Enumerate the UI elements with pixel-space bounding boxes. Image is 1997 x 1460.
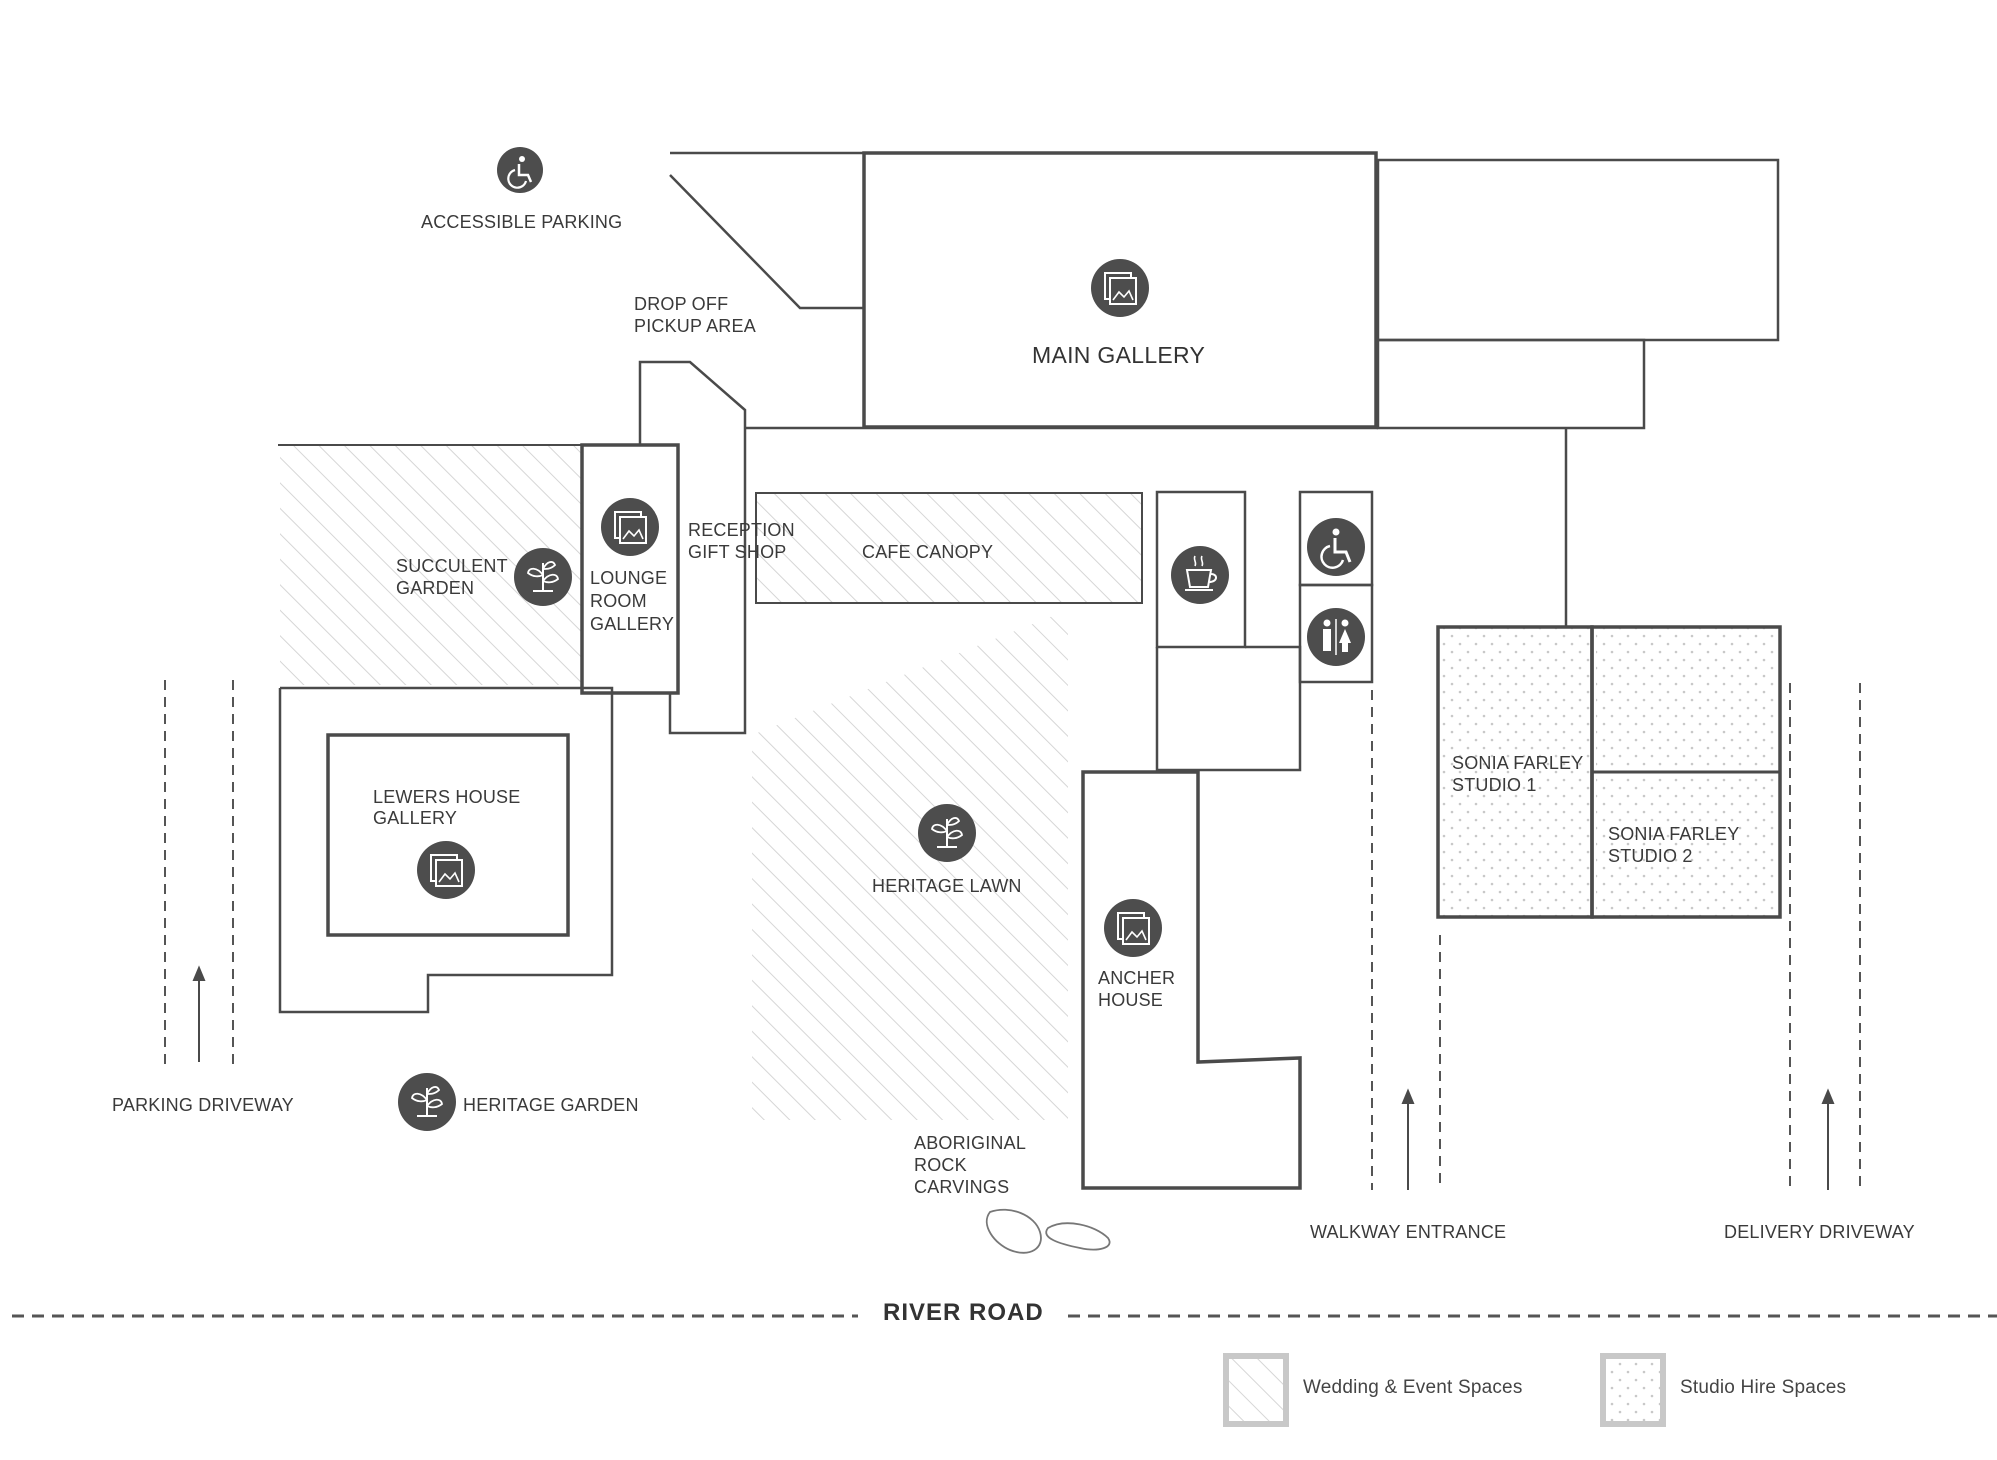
- ancher-house-icon[interactable]: [1103, 898, 1163, 958]
- delivery-driveway-arrow: [1821, 1088, 1835, 1190]
- lounge-room-gallery-icon[interactable]: [600, 497, 660, 557]
- lewers-house-gallery-icon[interactable]: [416, 840, 476, 900]
- reception-label-line1: RECEPTION: [688, 520, 795, 540]
- aboriginal-carvings-label-line2: ROCK: [914, 1155, 967, 1175]
- main-gallery-icon[interactable]: [1090, 258, 1150, 318]
- accessible-parking-label: ACCESSIBLE PARKING: [421, 212, 623, 232]
- heritage-garden-label: HERITAGE GARDEN: [463, 1095, 639, 1115]
- lewers-house-enclosure: [278, 686, 614, 1014]
- studio-1-area: [1438, 627, 1592, 917]
- lewers-house-label-line2: GALLERY: [373, 808, 458, 828]
- wheelchair-icon[interactable]: [1307, 518, 1365, 576]
- toilets-building: [1298, 583, 1374, 684]
- lounge-room-label-line3: GALLERY: [590, 614, 675, 634]
- cafe-canopy-frame: [755, 492, 1143, 604]
- lounge-room-gallery-building: [580, 443, 680, 695]
- drop-off-label-line2: PICKUP AREA: [634, 316, 756, 336]
- succulent-garden-label-line2: GARDEN: [396, 578, 475, 598]
- aboriginal-carvings-label-line1: ABORIGINAL: [914, 1133, 1027, 1153]
- ancher-house-building: [1081, 770, 1302, 1190]
- main-gallery-west-wing: [669, 151, 866, 310]
- coffee-cup-icon[interactable]: [1171, 546, 1229, 604]
- lounge-room-label-line2: ROOM: [590, 591, 647, 611]
- main-gallery-annex: [1376, 338, 1646, 430]
- parking-driveway-arrow: [192, 965, 206, 1062]
- ancher-house-label-line2: HOUSE: [1098, 990, 1164, 1010]
- studio-1-label-line2: STUDIO 1: [1452, 775, 1537, 795]
- studio-1-label-line1: SONIA FARLEY: [1452, 753, 1584, 773]
- legend-swatch-event: [1223, 1353, 1289, 1427]
- cafe-canopy-area: [756, 493, 1142, 603]
- walkway-entrance-label: WALKWAY ENTRANCE: [1310, 1222, 1507, 1242]
- ancher-house-label-line1: ANCHER: [1098, 968, 1176, 988]
- reception-label-line2: GIFT SHOP: [688, 542, 787, 562]
- heritage-lawn-icon[interactable]: [917, 803, 977, 863]
- cafe-building: [1155, 490, 1247, 649]
- main-gallery-label: MAIN GALLERY: [1032, 342, 1206, 368]
- rock-carving-1: [985, 1208, 1042, 1254]
- walkway-entrance-arrow: [1401, 1088, 1415, 1190]
- rock-carving-2: [1045, 1222, 1111, 1251]
- central-block: [1155, 645, 1302, 772]
- river-road-label: RIVER ROAD: [883, 1299, 1044, 1326]
- studio-2-label-line2: STUDIO 2: [1608, 846, 1693, 866]
- lounge-room-label-line1: LOUNGE: [590, 568, 668, 588]
- legend-label-event: Wedding & Event Spaces: [1303, 1377, 1523, 1398]
- drop-off-label-line1: DROP OFF: [634, 294, 729, 314]
- legend-label-studio: Studio Hire Spaces: [1680, 1377, 1847, 1398]
- main-gallery-east-wing: [1376, 158, 1780, 342]
- cafe-canopy-label: CAFE CANOPY: [862, 542, 994, 562]
- legend-swatch-studio: [1600, 1353, 1666, 1427]
- heritage-lawn-label: HERITAGE LAWN: [872, 876, 1022, 896]
- heritage-garden-icon[interactable]: [397, 1072, 457, 1132]
- restroom-icon[interactable]: [1307, 608, 1365, 666]
- delivery-driveway-label: DELIVERY DRIVEWAY: [1724, 1222, 1915, 1242]
- heritage-lawn-area: [752, 610, 1068, 1120]
- lewers-house-gallery-building: [326, 733, 570, 937]
- parking-driveway-label: PARKING DRIVEWAY: [112, 1095, 294, 1115]
- succulent-garden-icon[interactable]: [513, 547, 573, 607]
- reception-corridor: [638, 360, 747, 735]
- lewers-house-label-line1: LEWERS HOUSE: [373, 787, 521, 807]
- aboriginal-carvings-label-line3: CARVINGS: [914, 1177, 1010, 1197]
- accessible-parking-icon[interactable]: [497, 147, 543, 193]
- studio-2-label-line1: SONIA FARLEY: [1608, 824, 1740, 844]
- succulent-garden-label-line1: SUCCULENT: [396, 556, 508, 576]
